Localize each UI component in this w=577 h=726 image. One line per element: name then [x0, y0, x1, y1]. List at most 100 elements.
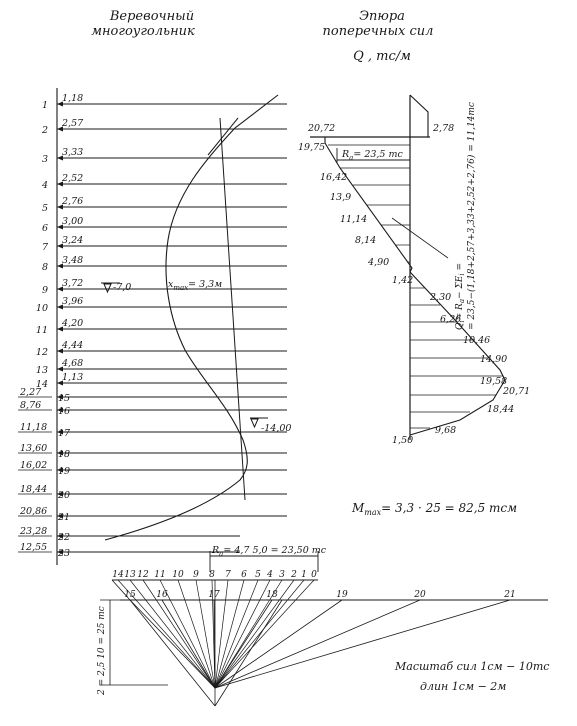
ra-val: = 23,5 тс	[353, 149, 403, 160]
fp-ray-top	[195, 579, 216, 689]
row-arrow	[57, 155, 63, 161]
fp-top-number: 0	[311, 570, 317, 580]
row-value: 3,33	[62, 147, 83, 158]
fp-left-edge	[111, 579, 131, 601]
row-value: 4,68	[61, 358, 83, 369]
row-number: 3	[42, 154, 48, 165]
row-arrow	[57, 366, 63, 372]
row-number: 5	[42, 203, 48, 214]
row-arrow	[57, 467, 63, 473]
epure-positive-outline	[409, 271, 506, 436]
fp-top-number: 14	[112, 570, 124, 580]
load-row: 134,68	[36, 358, 287, 376]
fp-ray-top	[214, 579, 229, 689]
load-row: 114,20	[36, 318, 287, 336]
fp-ray-outer-right	[214, 599, 283, 707]
row-number: 10	[36, 303, 48, 314]
scale-line-1: Масштаб сил 1см − 10тс	[394, 660, 549, 673]
fp-ray-top	[214, 579, 295, 689]
fp-ray	[214, 599, 511, 689]
fp-ray	[214, 599, 273, 689]
fp-ray-top	[214, 579, 305, 689]
row-value: 12,55	[20, 542, 47, 553]
tangent-line	[207, 117, 239, 156]
load-rows: 11,1822,5733,3342,5252,7663,0073,2483,48…	[18, 93, 287, 559]
row-arrow	[57, 263, 63, 269]
pole-distance-label: 2 = 2,5 10 = 25 тс	[97, 606, 107, 696]
row-arrow	[57, 243, 63, 249]
load-row: 22,57	[41, 118, 287, 136]
load-row: 33,33	[42, 147, 287, 165]
load-row: 83,48	[42, 255, 287, 273]
fp-top-number: 8	[209, 570, 215, 580]
rope-polygon: 11,1822,5733,3342,5252,7663,0073,2483,48…	[18, 88, 291, 565]
shear-neg-value: 13,9	[330, 192, 351, 203]
fp-top-number: 10	[172, 570, 184, 580]
row-number: 16	[58, 406, 70, 417]
fp-top-number: 13	[124, 570, 136, 580]
epure-hatching	[328, 144, 503, 429]
ra-label: Ra= 23,5 тс	[341, 149, 404, 162]
load-row: 93,72	[42, 278, 287, 296]
row-value: 20,86	[19, 506, 47, 517]
load-row: 141,13	[36, 372, 287, 390]
epure-negative-outline	[324, 142, 413, 273]
formula-line-1: Qi= Ra− ΣEi =	[455, 263, 466, 330]
ra-sub: a	[349, 154, 353, 162]
fp-top-number: 7	[225, 570, 231, 580]
row-number: 1	[42, 100, 48, 111]
fp-ray-top	[129, 579, 216, 689]
row-value: 4,20	[61, 318, 83, 329]
row-value: 3,96	[62, 296, 83, 307]
row-value: 1,13	[62, 372, 83, 383]
fp-top-number: 5	[255, 570, 261, 580]
row-number: 14	[36, 379, 48, 390]
fp-top-number: 1	[301, 570, 307, 580]
shear-neg-value: 19,75	[298, 142, 325, 153]
row-value: 13,60	[20, 443, 47, 454]
row-arrow	[57, 429, 63, 435]
row-arrow	[57, 533, 63, 539]
load-row: 63,00	[42, 216, 287, 234]
fp-ray-top	[214, 579, 283, 689]
row-arrow	[57, 513, 63, 519]
row-number: 19	[58, 466, 70, 477]
xmax-label: xmax= 3,3м	[168, 279, 222, 292]
row-value: 8,76	[20, 400, 41, 411]
row-arrow	[57, 348, 63, 354]
row-number: 22	[57, 532, 70, 543]
fp-ray	[214, 599, 343, 689]
shear-top-right: 2,78	[432, 123, 454, 134]
shear-neg-value: 1,42	[392, 275, 413, 286]
row-arrow	[57, 394, 63, 400]
fp-ray-top	[214, 579, 245, 689]
load-row: 124,44	[36, 340, 287, 358]
row-arrow	[57, 181, 63, 187]
xmax-val: = 3,3м	[188, 279, 222, 290]
row-number: 11	[36, 325, 48, 336]
row-arrow	[57, 224, 63, 230]
row-value: 2,27	[19, 387, 42, 398]
formula-line-2: = 23,5−(1,18+2,57+3,33+2,52+2,76) = 11,1…	[466, 102, 477, 330]
fp-top-number: 2	[290, 570, 297, 580]
row-value: 2,57	[61, 118, 84, 129]
fp-ray-label: 21	[503, 590, 515, 600]
row-number: 8	[42, 262, 48, 273]
row-value: 3,00	[62, 216, 83, 227]
formula-leader	[391, 217, 449, 259]
load-row: 73,24	[42, 235, 287, 253]
row-value: 2,76	[61, 196, 83, 207]
level-right-label: -14,00	[261, 423, 291, 434]
row-arrow	[57, 380, 63, 386]
shear-pos-value: 14,90	[480, 354, 507, 365]
row-arrow	[57, 101, 63, 107]
row-arrow	[57, 450, 63, 456]
shear-pos-values: 2,306,2610,4614,9019,5820,7118,449,681,5…	[392, 292, 530, 446]
shear-neg-value: 16,42	[320, 172, 347, 183]
shear-neg-value: 4,90	[367, 257, 389, 268]
fp-ray-top	[214, 579, 259, 689]
